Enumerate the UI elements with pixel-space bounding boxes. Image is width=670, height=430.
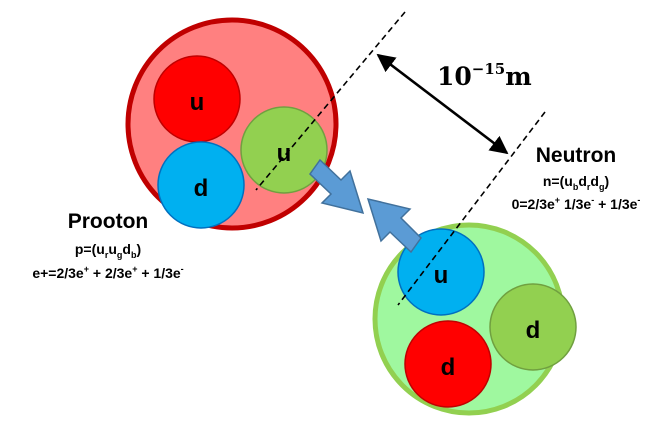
proton: u d u [125,17,339,231]
neutron-down-quark-green [489,283,577,371]
dashed-line-proton [255,11,406,191]
distance-arrow [376,53,509,155]
arrow-toward-center-from-proton [309,158,365,215]
proton-down-quark-blue [157,141,245,229]
proton-up-quark-green [240,106,328,194]
quark-label: d [526,317,541,344]
dashed-line-neutron [397,111,546,306]
distance-exponent: −15 [472,60,505,78]
proton-charge: e+=2/3e+ + 2/3e+ + 1/3e- [32,264,183,281]
proton-title: Prooton [68,210,148,233]
quark-label: u [434,262,449,289]
quark-label: d [194,175,209,202]
neutron-title: Neutron [536,144,617,167]
quark-label: u [190,89,205,116]
neutron-charge: 0=2/3e+ 1/3e- + 1/3e- [512,195,641,212]
neutron-down-quark-red [404,320,492,408]
neutron: u d d [372,222,577,416]
quark-label: d [441,354,456,381]
proton-composition: p=(urugdb) [75,241,141,260]
distance-label: 10−15m [437,60,532,91]
quark-label: u [277,140,292,167]
neutron-up-quark-blue [397,228,485,316]
arrow-toward-center-from-neutron [366,197,422,254]
neutron-composition: n=(ubdrdg) [543,173,609,192]
